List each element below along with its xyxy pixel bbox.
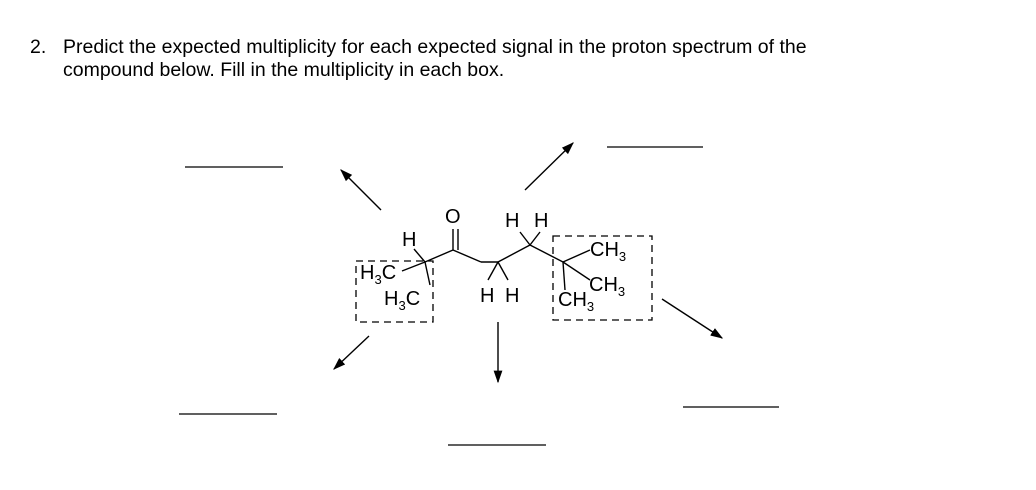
methylene-h-top-1: H (505, 210, 519, 232)
methylene-h-bottom-1: H (480, 285, 494, 307)
arrow-bottom-left (333, 335, 370, 370)
methylene-h-bottom-2: H (505, 285, 519, 307)
dashed-box-isopropyl (355, 260, 434, 323)
question-line-2: compound below. Fill in the multiplicity… (63, 59, 505, 81)
methine-h-label: H (402, 229, 416, 251)
molecule-bonds (401, 229, 591, 291)
tbutyl-methyl-label-b: CH3 (589, 274, 625, 299)
dashed-box-tert-butyl (552, 235, 653, 321)
oxygen-label: O (445, 206, 461, 228)
tbutyl-methyl-label-a: CH3 (590, 239, 626, 264)
methyl-label-lower: H3C (384, 288, 420, 313)
arrow-top-right (524, 142, 574, 191)
question-number: 2. (30, 36, 47, 58)
methyl-label-upper: H3C (360, 262, 396, 287)
methylene-h-top-2: H (534, 210, 548, 232)
arrow-bottom-right (661, 298, 724, 339)
tbutyl-methyl-label-c: CH3 (558, 289, 594, 314)
question-line-1: Predict the expected multiplicity for ea… (63, 36, 807, 58)
arrow-top-left (340, 169, 382, 211)
